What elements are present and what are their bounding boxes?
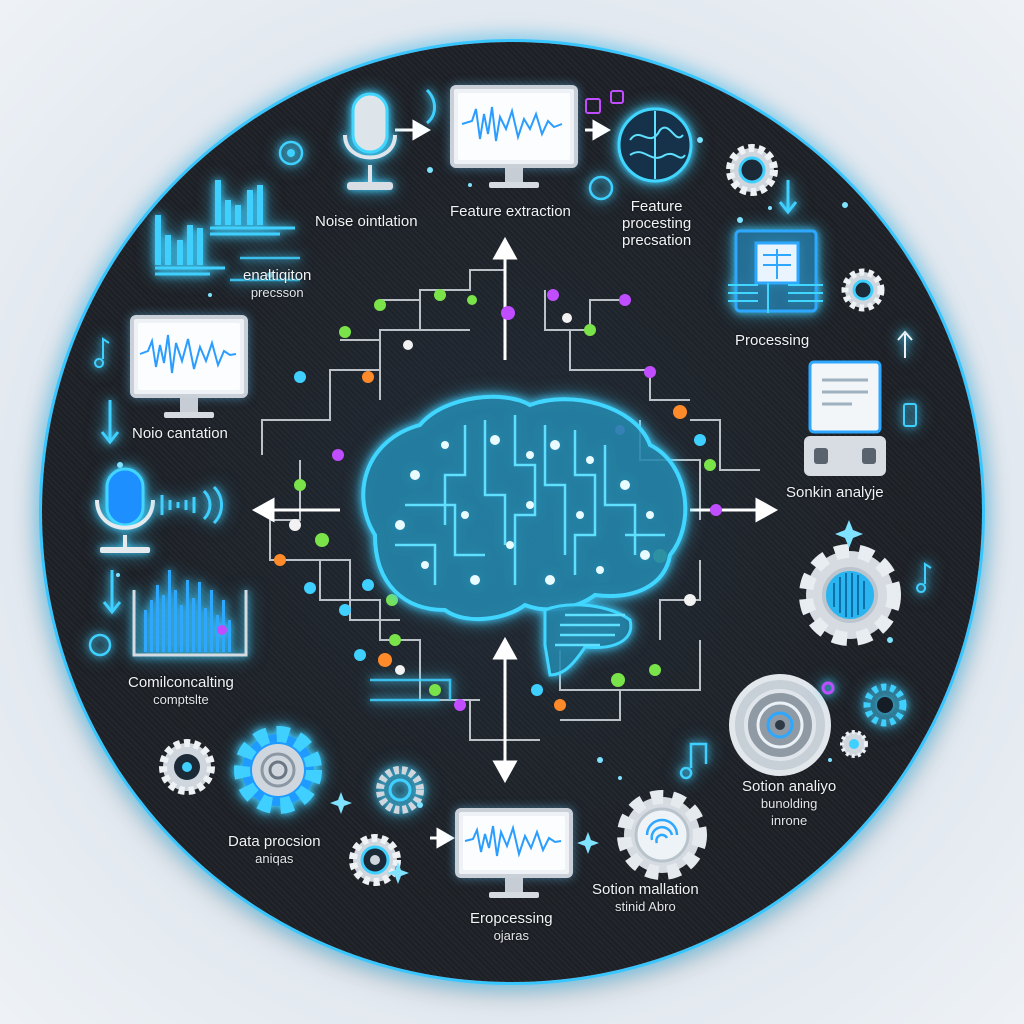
- label-sonkin-analyje: Sonkin analyje: [786, 484, 884, 501]
- gear-ring-icon-bottom: [376, 766, 424, 814]
- battery-icon: [903, 403, 917, 427]
- ring-icon-top-left: [278, 140, 304, 166]
- music-note-icon-left: [94, 337, 110, 368]
- gear-blue-icon: [863, 683, 907, 727]
- label-feature-processing: Feature procesting precsation: [622, 198, 692, 249]
- brain-sphere-icon: [617, 107, 693, 183]
- spectrum-chart-icon: [132, 570, 248, 657]
- label-sotion-analiyo: Sotion analiyo bunolding inrone: [742, 778, 837, 828]
- label-data-procsion: Data procsion aniqas: [228, 833, 321, 866]
- waveform-monitor-top: [450, 85, 578, 188]
- gear-spiral-icon: [729, 674, 831, 776]
- waveform-icon: [461, 106, 563, 142]
- document-device-icon: [804, 360, 886, 476]
- label-comilconcalting: Comilconcalting comptslte: [128, 674, 234, 707]
- gear-fingerprint-icon: [617, 790, 707, 880]
- microphone-icon-left: [95, 467, 155, 553]
- label-enaltiqiton-precsson: enaltiqiton precsson: [243, 267, 312, 300]
- label-eropcessing: Eropcessing ojaras: [470, 910, 553, 943]
- gear-small-icon: [840, 730, 868, 758]
- gear-icon-right: [841, 268, 885, 312]
- label-sotion-mallation: Sotion mallation stinid Abro: [592, 881, 699, 914]
- waveform-monitor-bottom: [455, 808, 573, 898]
- waveform-icon: [464, 824, 562, 858]
- gear-blue-large-icon: [234, 726, 322, 814]
- small-purple-icon-2: [610, 90, 624, 104]
- circuit-chip-icon: [728, 229, 823, 313]
- sound-wave-icon-top: [425, 88, 436, 125]
- music-note-icon-bottom: [679, 742, 708, 780]
- label-feature-extraction: Feature extraction: [450, 203, 571, 220]
- microphone-icon-top: [343, 92, 397, 190]
- circuit-brain-icon: [361, 394, 688, 677]
- gear-icon-bottom-left: [159, 739, 215, 795]
- waveform-monitor-left: [130, 315, 248, 418]
- bar-chart-icon: [155, 180, 295, 276]
- purple-ring-icon: [821, 681, 835, 695]
- music-note-icon-right: [916, 562, 932, 593]
- gear-icon-bottom: [349, 834, 401, 886]
- label-noio-cantation: Noio cantation: [132, 425, 228, 442]
- ring-icon-left: [88, 633, 112, 657]
- sound-waves-icon: [160, 485, 223, 525]
- circle-logo-icon: [588, 175, 614, 201]
- label-processing: Processing: [735, 332, 810, 349]
- arrow-up-icon-right: [897, 330, 913, 358]
- gear-icon-top-right: [726, 144, 778, 196]
- small-purple-icon: [585, 98, 601, 114]
- waveform-icon: [139, 334, 237, 374]
- label-noise-ointlation: Noise ointlation: [315, 213, 418, 230]
- gear-filter-icon: [799, 544, 901, 646]
